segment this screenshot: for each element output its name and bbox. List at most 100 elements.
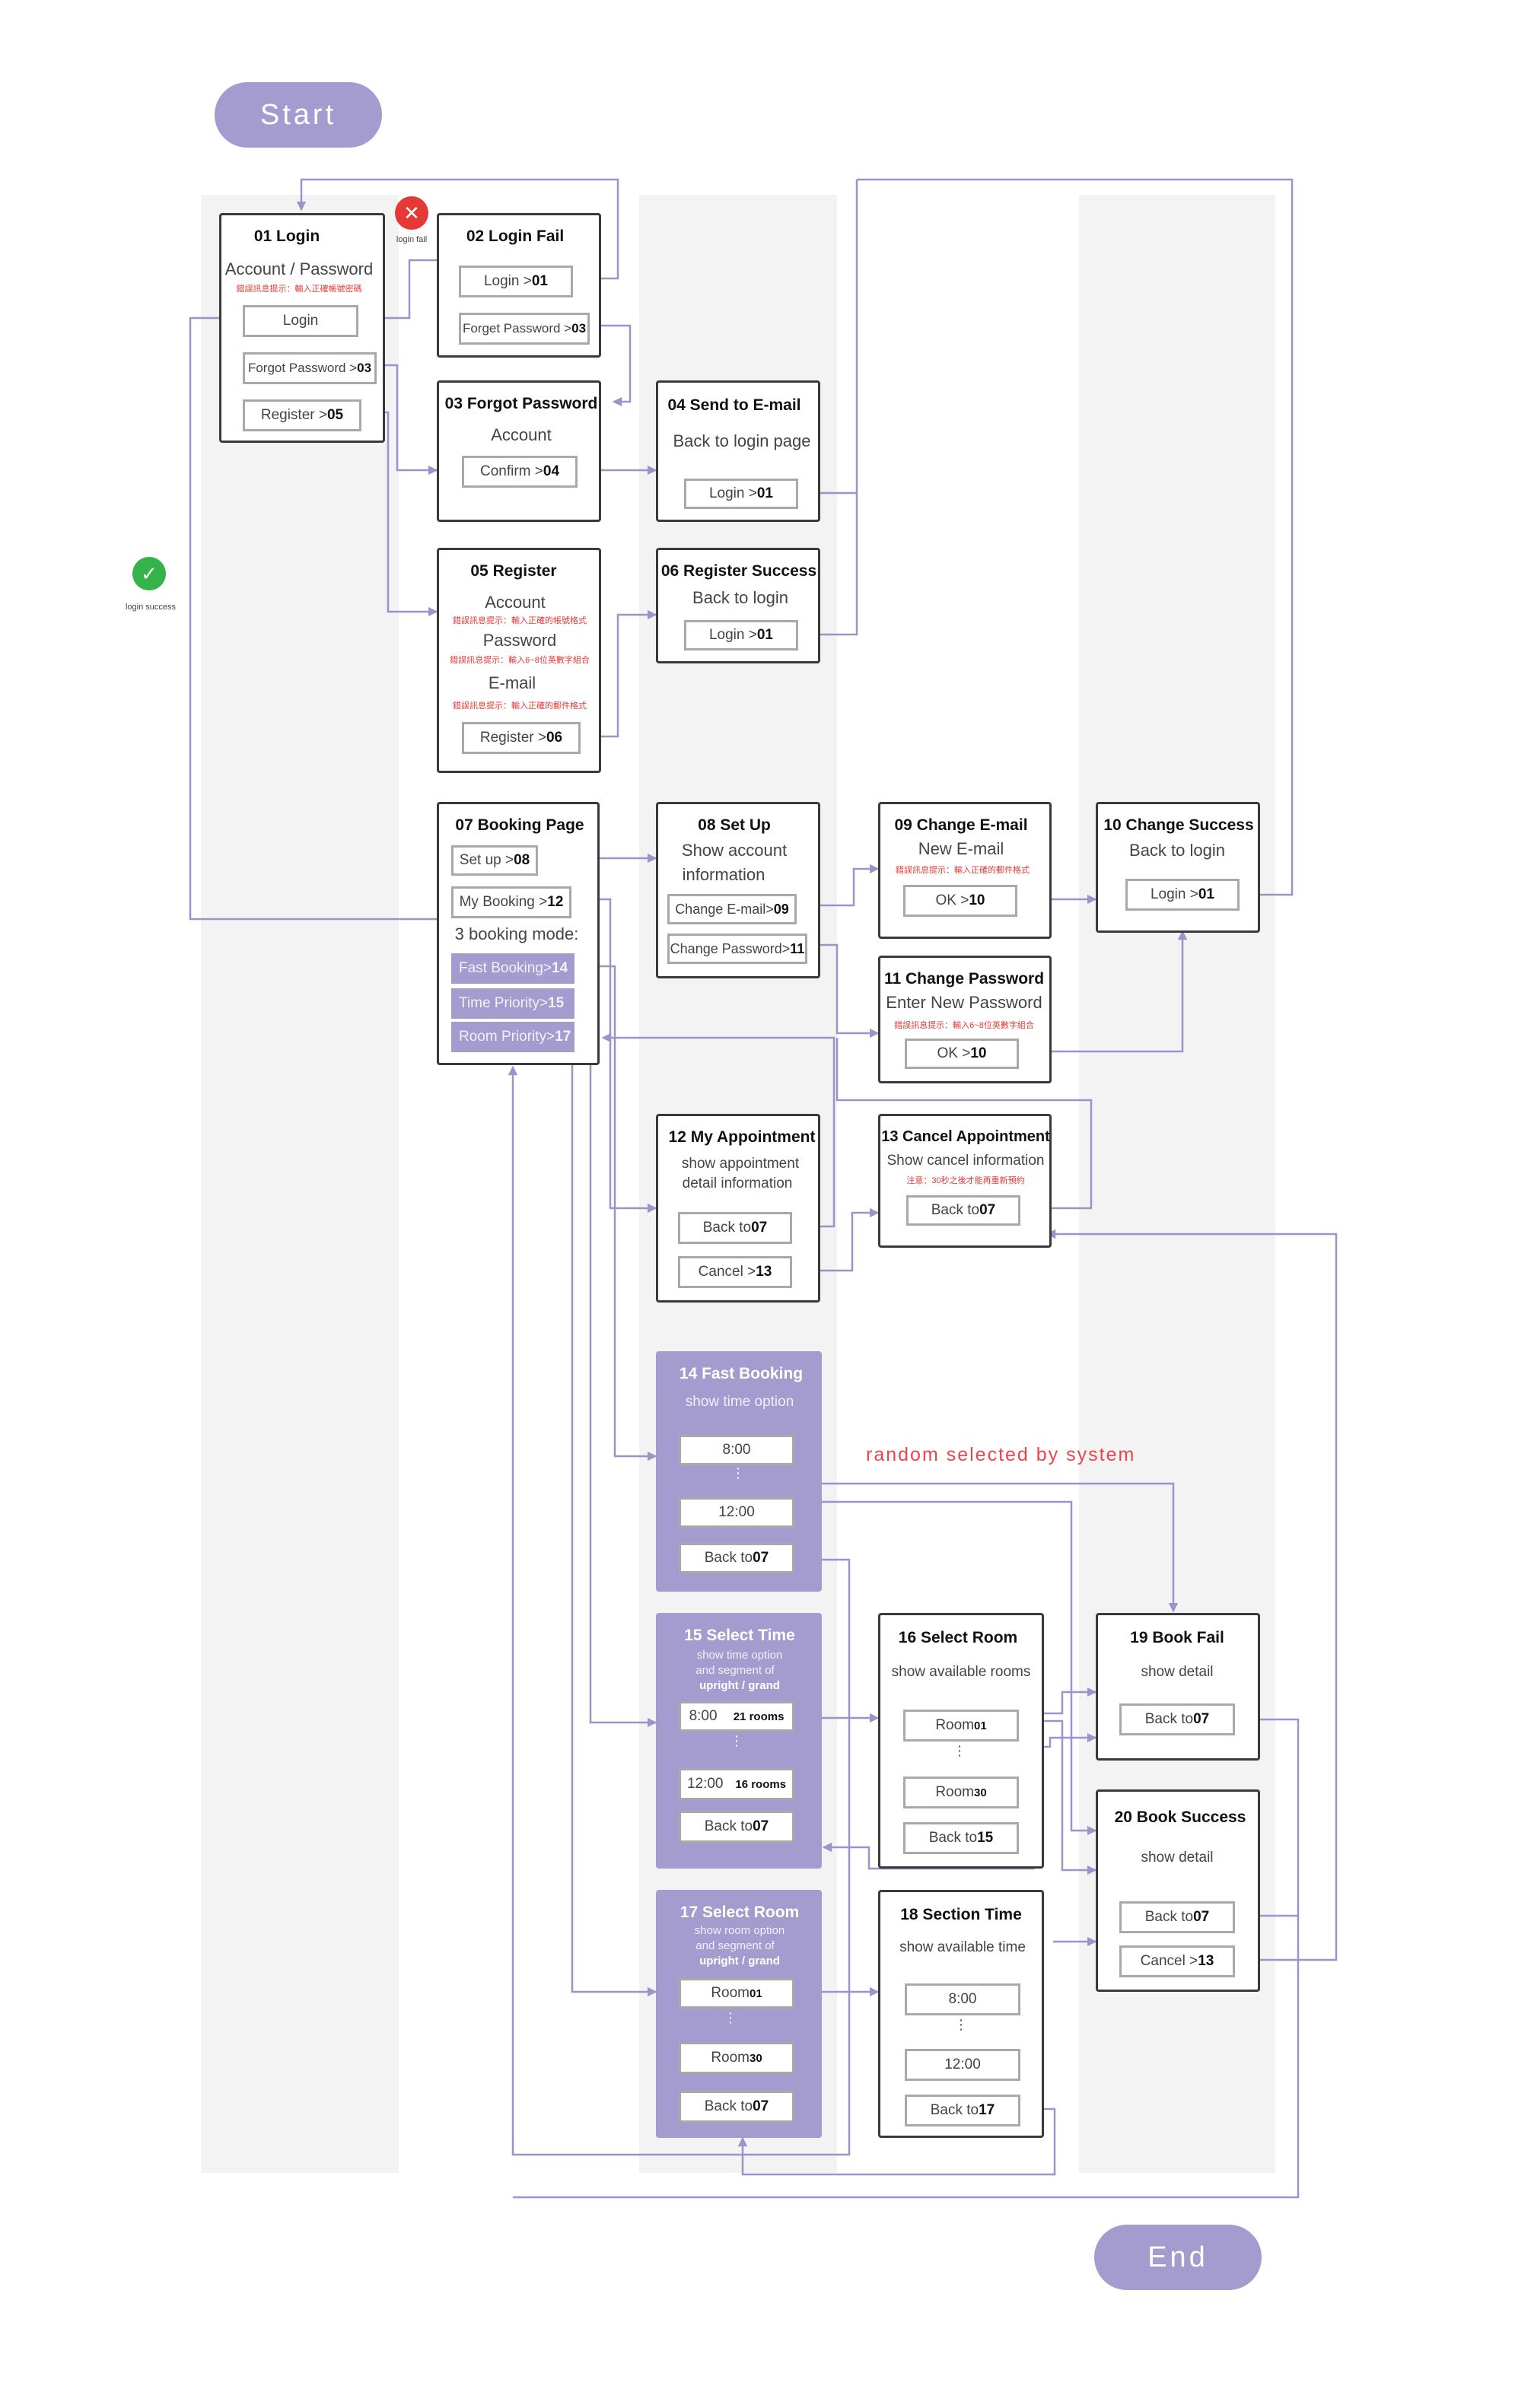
start-label: Start	[259, 98, 337, 131]
error-hint: 注意：30秒之後才能再重新預約	[906, 1176, 1025, 1185]
node-13-cancel-appointment: 13 Cancel Appointment Show cancel inform…	[878, 1114, 1052, 1248]
confirm-button[interactable]: Confirm > 04	[462, 456, 578, 488]
node-title: 07 Booking Page	[455, 816, 584, 834]
start-terminal: Start	[215, 82, 382, 148]
node-title: 11 Change Password	[883, 970, 1045, 988]
node-text: information	[682, 865, 765, 884]
node-text: show available time	[899, 1939, 1026, 1955]
error-hint: 錯誤訊息提示：輸入正確的郵件格式	[453, 701, 587, 711]
node-17-select-room: 17 Select Room show room option and segm…	[656, 1890, 822, 2138]
node-title: 14 Fast Booking	[679, 1365, 804, 1382]
register-button[interactable]: Register > 06	[462, 722, 581, 754]
node-08-setup: 08 Set Up Show account information Chang…	[656, 802, 820, 978]
node-07-booking-page: 07 Booking Page Set up > 08 My Booking >…	[437, 802, 600, 1065]
back-button[interactable]: Back to 17	[905, 2095, 1020, 2126]
back-button[interactable]: Back to 15	[903, 1822, 1019, 1854]
cancel-button[interactable]: Cancel > 13	[678, 1256, 792, 1288]
node-title: 08 Set Up	[698, 816, 771, 834]
success-caption: login success	[125, 603, 177, 612]
more-dots: ⋮	[953, 1743, 966, 1758]
node-text: upright / grand	[699, 1679, 780, 1692]
node-text: show detail	[1141, 1664, 1214, 1680]
setup-button[interactable]: Set up > 08	[451, 845, 538, 876]
node-text: Back to login	[1129, 841, 1225, 860]
node-title: 20 Book Success	[1114, 1808, 1246, 1826]
node-text: Show cancel information	[886, 1153, 1045, 1169]
register-button[interactable]: Register > 05	[243, 399, 361, 431]
fast-booking-button[interactable]: Fast Booking>14	[451, 953, 574, 984]
back-button[interactable]: Back to 07	[1119, 1901, 1235, 1933]
node-text: and segment of	[695, 1939, 775, 1952]
node-title: 03 Forgot Password	[444, 395, 598, 412]
end-label: End	[1147, 2241, 1208, 2273]
time-option[interactable]: 8:00	[679, 1435, 794, 1465]
back-button[interactable]: Back to 07	[678, 1212, 792, 1244]
node-03-forgot-password: 03 Forgot Password Account Confirm > 04	[437, 380, 601, 522]
back-button[interactable]: Back to 07	[679, 2091, 794, 2123]
change-email-button[interactable]: Change E-mail>09	[667, 894, 797, 924]
forgot-password-button[interactable]: Forgot Password > 03	[243, 352, 377, 384]
login-button[interactable]: Login > 01	[459, 266, 573, 297]
time-option[interactable]: 12:00	[679, 1497, 794, 1528]
ok-button[interactable]: OK > 10	[903, 885, 1017, 917]
error-hint: 錯誤訊息提示：輸入6~8位英數字組合	[450, 656, 590, 665]
node-text: and segment of	[695, 1664, 775, 1677]
time-option[interactable]: 12:00	[905, 2049, 1020, 2081]
login-button[interactable]: Login > 01	[1125, 879, 1240, 911]
error-hint: 錯誤訊息提示：輸入正確的帳號格式	[453, 616, 587, 625]
login-button[interactable]: Login > 01	[684, 479, 798, 509]
back-button[interactable]: Back to 07	[679, 1543, 794, 1573]
forget-password-button[interactable]: Forget Password > 03	[459, 313, 590, 345]
random-note: random selected by system	[866, 1444, 1136, 1465]
node-05-register: 05 Register Account 錯誤訊息提示：輸入正確的帳號格式 Pas…	[437, 548, 601, 773]
node-text: Show account	[681, 841, 788, 860]
node-text: E-mail	[488, 673, 536, 692]
room-priority-button[interactable]: Room Priority>17	[451, 1022, 574, 1052]
node-text: show room option	[694, 1924, 785, 1937]
cancel-button[interactable]: Cancel > 13	[1119, 1945, 1235, 1977]
node-text: Account	[485, 593, 546, 612]
login-button[interactable]: Login	[243, 305, 358, 337]
ok-button[interactable]: OK > 10	[905, 1039, 1019, 1069]
fail-caption: login fail	[396, 235, 428, 244]
node-15-select-time: 15 Select Time show time option and segm…	[656, 1613, 822, 1869]
node-text: Back to login page	[673, 431, 811, 450]
node-title: 17 Select Room	[680, 1904, 800, 1921]
node-text: show available rooms	[891, 1664, 1031, 1680]
node-title: 16 Select Room	[898, 1629, 1018, 1646]
more-dots: ⋮	[730, 1733, 743, 1748]
node-text: upright / grand	[699, 1955, 780, 1967]
node-text: show appointment	[681, 1156, 800, 1172]
node-10-change-success: 10 Change Success Back to login Login > …	[1096, 802, 1260, 933]
node-text: show time option	[696, 1649, 783, 1662]
room-option[interactable]: Room 30	[679, 2042, 794, 2074]
node-11-change-password: 11 Change Password Enter New Password 錯誤…	[878, 956, 1052, 1083]
back-button[interactable]: Back to 07	[1119, 1703, 1235, 1735]
node-01-login: 01 Login Account / Password 錯誤訊息提示：輸入正確帳…	[219, 213, 385, 443]
change-password-button[interactable]: Change Password>11	[667, 934, 807, 964]
node-04-send-to-email: 04 Send to E-mail Back to login page Log…	[656, 380, 820, 522]
node-20-book-success: 20 Book Success show detail Back to 07 C…	[1096, 1789, 1260, 1992]
node-title: 10 Change Success	[1103, 816, 1254, 834]
my-booking-button[interactable]: My Booking > 12	[451, 886, 571, 918]
room-option[interactable]: Room 01	[679, 1978, 794, 2009]
room-option[interactable]: Room 30	[903, 1777, 1019, 1808]
node-text: show time option	[685, 1394, 794, 1410]
login-button[interactable]: Login > 01	[684, 620, 798, 651]
column-bg	[201, 195, 399, 2173]
error-hint: 錯誤訊息提示：輸入正確帳號密碼	[236, 285, 362, 294]
node-09-change-email: 09 Change E-mail New E-mail 錯誤訊息提示：輸入正確的…	[878, 802, 1052, 939]
back-button[interactable]: Back to 07	[906, 1195, 1020, 1226]
node-text: Enter New Password	[886, 993, 1042, 1012]
node-14-fast-booking: 14 Fast Booking show time option 8:00 ⋮ …	[656, 1351, 822, 1592]
node-12-my-appointment: 12 My Appointment show appointment detai…	[656, 1114, 820, 1303]
time-priority-button[interactable]: Time Priority>15	[451, 988, 574, 1019]
fail-icon: ✕	[395, 196, 428, 230]
back-button[interactable]: Back to 07	[679, 1811, 794, 1843]
node-text: Password	[482, 631, 557, 650]
time-option[interactable]: 8:00	[905, 1983, 1020, 2015]
room-option[interactable]: Room 01	[903, 1710, 1019, 1742]
